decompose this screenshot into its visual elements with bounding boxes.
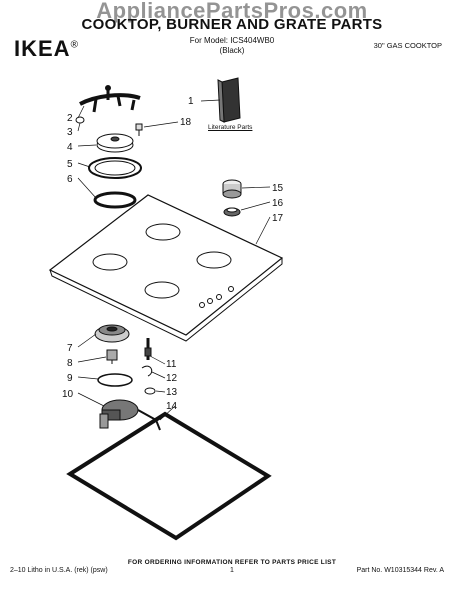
retaining-clip <box>141 365 153 377</box>
callout-9: 9 <box>67 373 73 384</box>
callout-3: 3 <box>67 127 73 138</box>
model-line: For Model: ICS404WB0 <box>189 36 275 45</box>
control-knob-part <box>222 179 242 199</box>
page-title: COOKTOP, BURNER AND GRATE PARTS <box>81 16 383 33</box>
brand-name: IKEA <box>14 36 71 61</box>
callout-12: 12 <box>166 373 178 384</box>
callout-numbers: 1 2 3 4 5 6 7 8 9 10 11 12 13 14 15 16 1… <box>62 96 284 412</box>
callout-14: 14 <box>166 401 178 412</box>
callout-4: 4 <box>67 142 73 153</box>
spark-electrode-part <box>144 338 152 360</box>
litho-line: 2–10 Litho in U.S.A. (rek) (psw) <box>10 567 108 574</box>
watermark: AppliancePartsPros.com <box>96 0 368 23</box>
gasket-part <box>93 191 137 209</box>
burner-ring-part <box>88 157 142 179</box>
product-type: 30" GAS COOKTOP <box>373 41 442 50</box>
callout-11: 11 <box>166 359 177 370</box>
burner-base-part <box>94 324 130 343</box>
part-number: Part No. W10315344 Rev. A <box>356 567 444 574</box>
callout-8: 8 <box>67 358 73 369</box>
cooktop-seal-frame <box>66 411 272 541</box>
registered-mark: ® <box>70 39 79 51</box>
igniter-screw <box>135 123 143 136</box>
grate-part <box>79 85 141 113</box>
callout-18: 18 <box>180 117 192 128</box>
callout-16: 16 <box>272 198 284 209</box>
burner-cap-part <box>96 133 134 153</box>
literature-booklet <box>217 77 241 123</box>
cooktop-panel <box>48 194 284 342</box>
knob-bezel-part <box>223 207 241 217</box>
literature-parts-label: Literature Parts <box>208 124 253 131</box>
brand-logo: IKEA® <box>14 36 79 62</box>
callout-15: 15 <box>272 183 284 194</box>
grommet-part <box>144 387 156 395</box>
callout-2: 2 <box>67 113 73 124</box>
burner-gasket-part <box>97 373 133 387</box>
grate-foot <box>75 116 85 124</box>
callout-5: 5 <box>67 159 73 170</box>
ordering-note: FOR ORDERING INFORMATION REFER TO PARTS … <box>127 559 337 566</box>
callout-13: 13 <box>166 387 178 398</box>
page-number: 1 <box>230 567 234 574</box>
burner-valve-part <box>99 399 161 431</box>
callout-17: 17 <box>272 213 284 224</box>
callout-1: 1 <box>188 96 194 107</box>
callout-7: 7 <box>67 343 73 354</box>
callout-6: 6 <box>67 174 73 185</box>
callout-10: 10 <box>62 389 74 400</box>
orifice-part <box>106 349 118 364</box>
leader-lines <box>77 99 271 421</box>
color-line: (Black) <box>219 46 245 55</box>
